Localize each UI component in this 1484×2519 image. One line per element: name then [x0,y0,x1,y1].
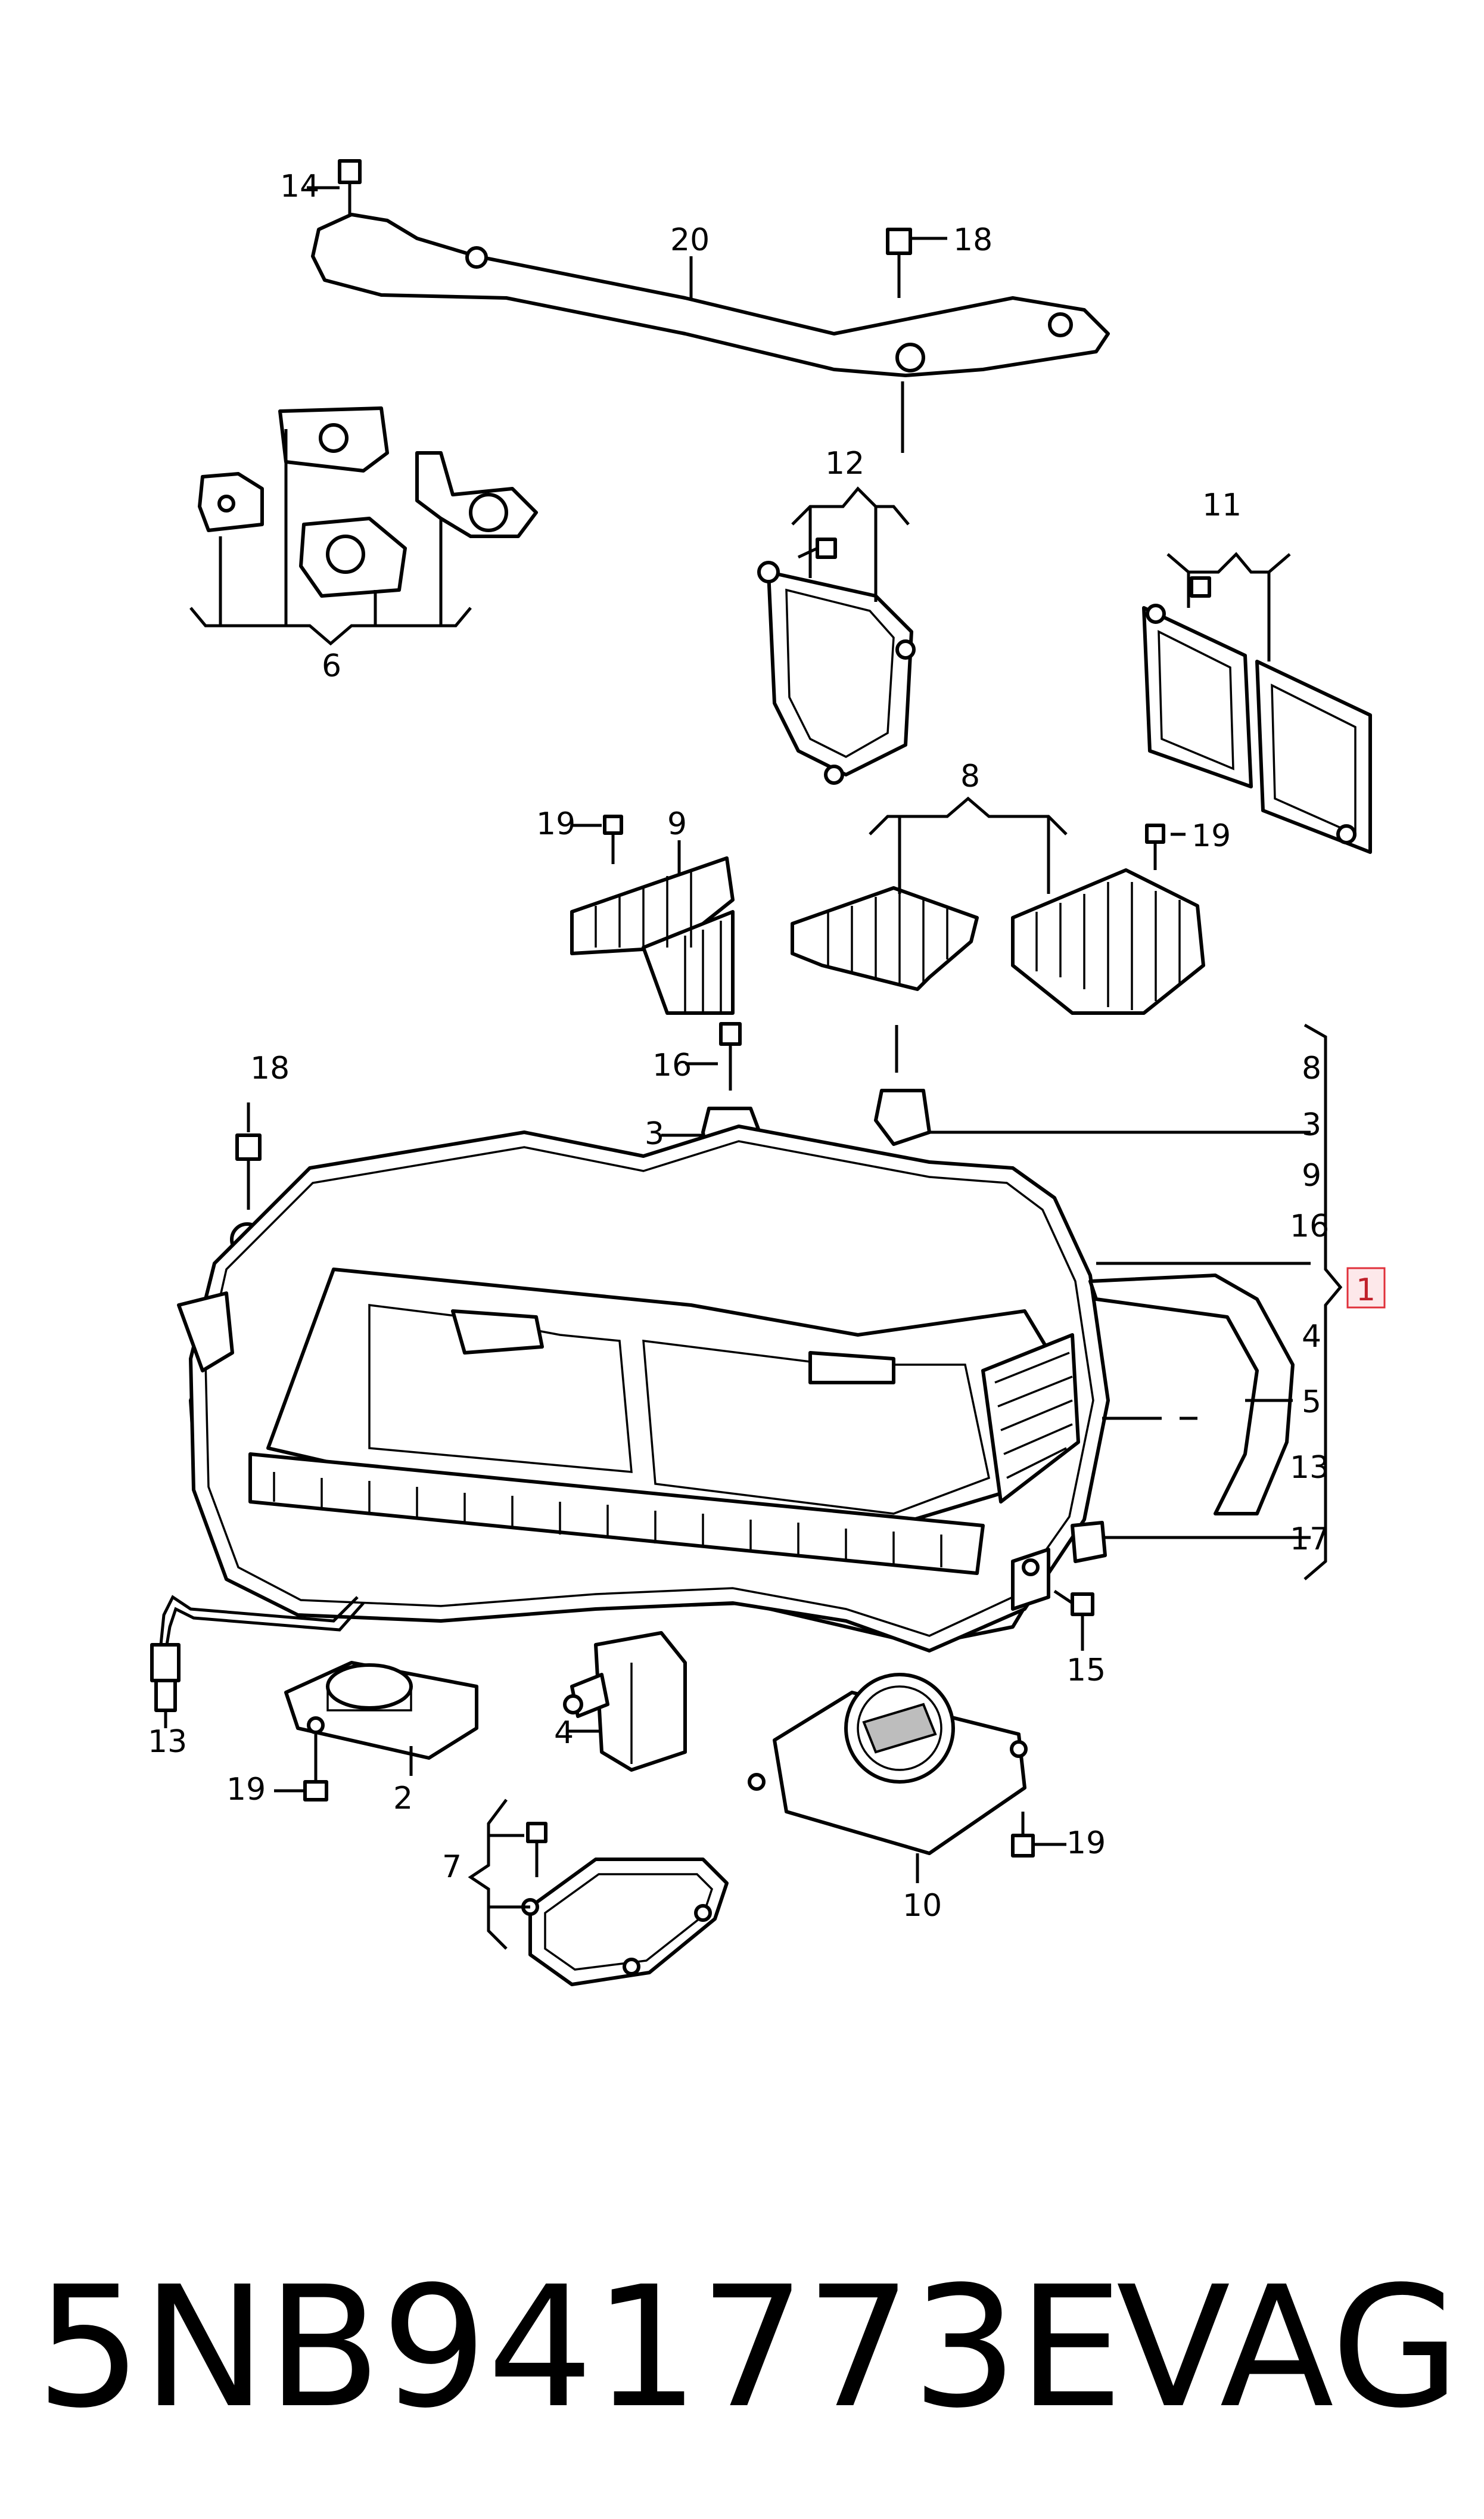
callout-19-lower-left: 19 [226,1772,266,1807]
clip-part-17 [1071,1521,1311,1563]
callout-9-top: 9 [667,806,687,842]
actuator-part-4 [563,1631,687,1772]
callout-8-right: 8 [1302,1051,1321,1086]
callout-1: 1 [1356,1272,1376,1308]
cable-part-13 [150,1595,365,1728]
power-module-part-10 [748,1673,1066,1883]
gasket-part-7 [468,1799,729,1986]
callout-16-right: 16 [1290,1209,1329,1244]
bolt-part-14 [307,159,362,215]
callout-14: 14 [280,169,319,204]
bolt-part-18-top [886,228,947,453]
control-unit-part-2 [274,1661,478,1801]
brand-name: VAG [1116,2251,1460,2445]
callout-3-left: 3 [645,1116,664,1152]
callout-4-left: 4 [554,1715,574,1751]
headlight-housing-part-1 [177,1125,1311,1653]
callout-5: 5 [1302,1384,1321,1420]
callout-11: 11 [1202,487,1242,523]
callout-20: 20 [670,222,710,258]
callout-6: 6 [322,648,341,684]
highlight-box [1346,1267,1386,1309]
callout-15: 15 [1066,1653,1106,1688]
callout-17: 17 [1290,1521,1329,1557]
callout-9-right: 9 [1302,1158,1321,1194]
heat-sink-part-9 [570,815,735,1015]
callout-16-left: 16 [652,1048,692,1083]
callout-13-left: 13 [148,1724,187,1760]
callout-12: 12 [825,446,864,482]
seal-part-5 [1088,1274,1295,1515]
screw-part-15 [1053,1589,1094,1651]
callout-19-upper-left: 19 [536,806,575,842]
callout-18-left: 18 [250,1051,290,1086]
callout-10: 10 [903,1888,942,1924]
callout-8-top: 8 [960,759,980,794]
screw-part-16 [685,1022,742,1091]
gasket-part-12 [757,486,916,785]
bracket-part-20 [311,213,1110,377]
callout-4-right: 4 [1302,1319,1321,1355]
part-number: 5NB941773E [36,2251,1124,2445]
callout-19-upper-right: 19 [1191,818,1231,854]
gasket-part-11 [1142,552,1372,854]
callout-13-right: 13 [1290,1450,1329,1486]
callout-18-top: 18 [953,222,993,258]
headlight-exploded-parts-diagram: 14 20 18 12 11 6 8 19 9 19 18 16 3 8 3 9… [148,159,1386,1986]
callout-2: 2 [393,1781,413,1816]
callout-7: 7 [442,1849,462,1885]
holder-set-part-6 [189,406,538,646]
footer: 5NB941773E VAG [0,2229,1484,2467]
part-1-bracket [1303,1023,1386,1580]
callout-19-lower-right: 19 [1066,1825,1106,1861]
callout-3-right: 3 [1302,1107,1321,1143]
heat-sink-set-part-8 [791,796,1205,1073]
